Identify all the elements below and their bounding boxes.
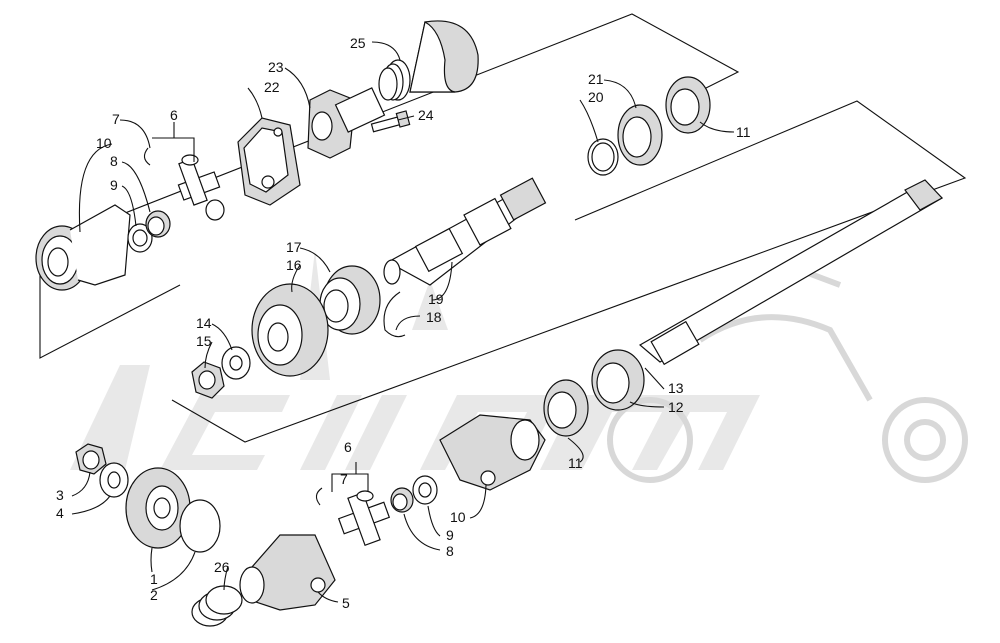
part-5-yoke-lower [239, 534, 336, 611]
part-26-spring-rings [191, 585, 243, 627]
part-1-gear [125, 467, 191, 549]
part-20-ring [587, 138, 619, 176]
callout-11-lower: 11 [568, 455, 583, 471]
part-7-clip-upper [143, 147, 151, 166]
part-12-bearing [591, 349, 645, 411]
part-14-washer [221, 346, 251, 380]
part-21-bearing [617, 104, 663, 166]
leader-lines [71, 41, 735, 603]
callout-12: 12 [668, 399, 684, 415]
part-9-seal-lower [412, 475, 438, 505]
callout-labels: 25 23 22 24 7 6 10 8 9 21 20 11 17 16 19… [56, 35, 751, 611]
part-8-bearing-cap-lower [390, 487, 414, 513]
callout-10-lower: 10 [450, 509, 466, 525]
part-10-yoke-upper [35, 204, 131, 291]
callout-11-upper: 11 [736, 124, 751, 140]
callout-18: 18 [426, 309, 442, 325]
part-16-bevel-gear [251, 283, 329, 377]
part-19-shaft [383, 177, 547, 286]
assembly-outline-lower [171, 100, 967, 443]
callout-15: 15 [196, 333, 212, 349]
callout-2: 2 [150, 587, 158, 603]
part-13-drive-shaft [638, 179, 943, 366]
part-6-cross-lower [337, 490, 391, 546]
callout-25: 25 [350, 35, 366, 51]
part-4-washer [99, 462, 129, 498]
callout-9-lower: 9 [446, 527, 454, 543]
callout-7-lower: 7 [340, 471, 348, 487]
part-9-seal-upper [127, 223, 153, 253]
callout-8-lower: 8 [446, 543, 454, 559]
callout-22: 22 [264, 79, 280, 95]
callout-1: 1 [150, 571, 158, 587]
callout-19: 19 [428, 291, 444, 307]
callout-26: 26 [214, 559, 230, 575]
callout-23: 23 [268, 59, 284, 75]
part-23-flange-shaft [307, 87, 386, 159]
part-8-bearing-cap-upper [145, 210, 171, 238]
part-25-boot [378, 20, 479, 101]
part-11-seal-lower [543, 379, 589, 437]
callout-4: 4 [56, 505, 64, 521]
part-17-bearing [319, 265, 381, 335]
callout-6-lower: 6 [344, 439, 352, 455]
part-7-clip-lower [315, 487, 323, 506]
part-3-nut [75, 443, 107, 475]
part-6-cross-upper [177, 154, 225, 221]
callout-16: 16 [286, 257, 302, 273]
part-10-yoke-lower [439, 414, 546, 491]
part-15-nut [191, 361, 225, 399]
callout-3: 3 [56, 487, 64, 503]
callout-21: 21 [588, 71, 604, 87]
part-22-yoke [237, 117, 301, 206]
callout-17: 17 [286, 239, 302, 255]
callout-7-upper: 7 [112, 111, 120, 127]
callout-8-upper: 8 [110, 153, 118, 169]
callout-14: 14 [196, 315, 212, 331]
part-11-seal-upper [665, 76, 711, 134]
callout-6-upper: 6 [170, 107, 178, 123]
callout-13: 13 [668, 380, 684, 396]
callout-5: 5 [342, 595, 350, 611]
part-18-snap-ring [383, 291, 406, 338]
callout-9-upper: 9 [110, 177, 118, 193]
part-2-washer [179, 499, 221, 553]
callout-10-upper: 10 [96, 135, 112, 151]
callout-24: 24 [418, 107, 434, 123]
callout-20: 20 [588, 89, 604, 105]
